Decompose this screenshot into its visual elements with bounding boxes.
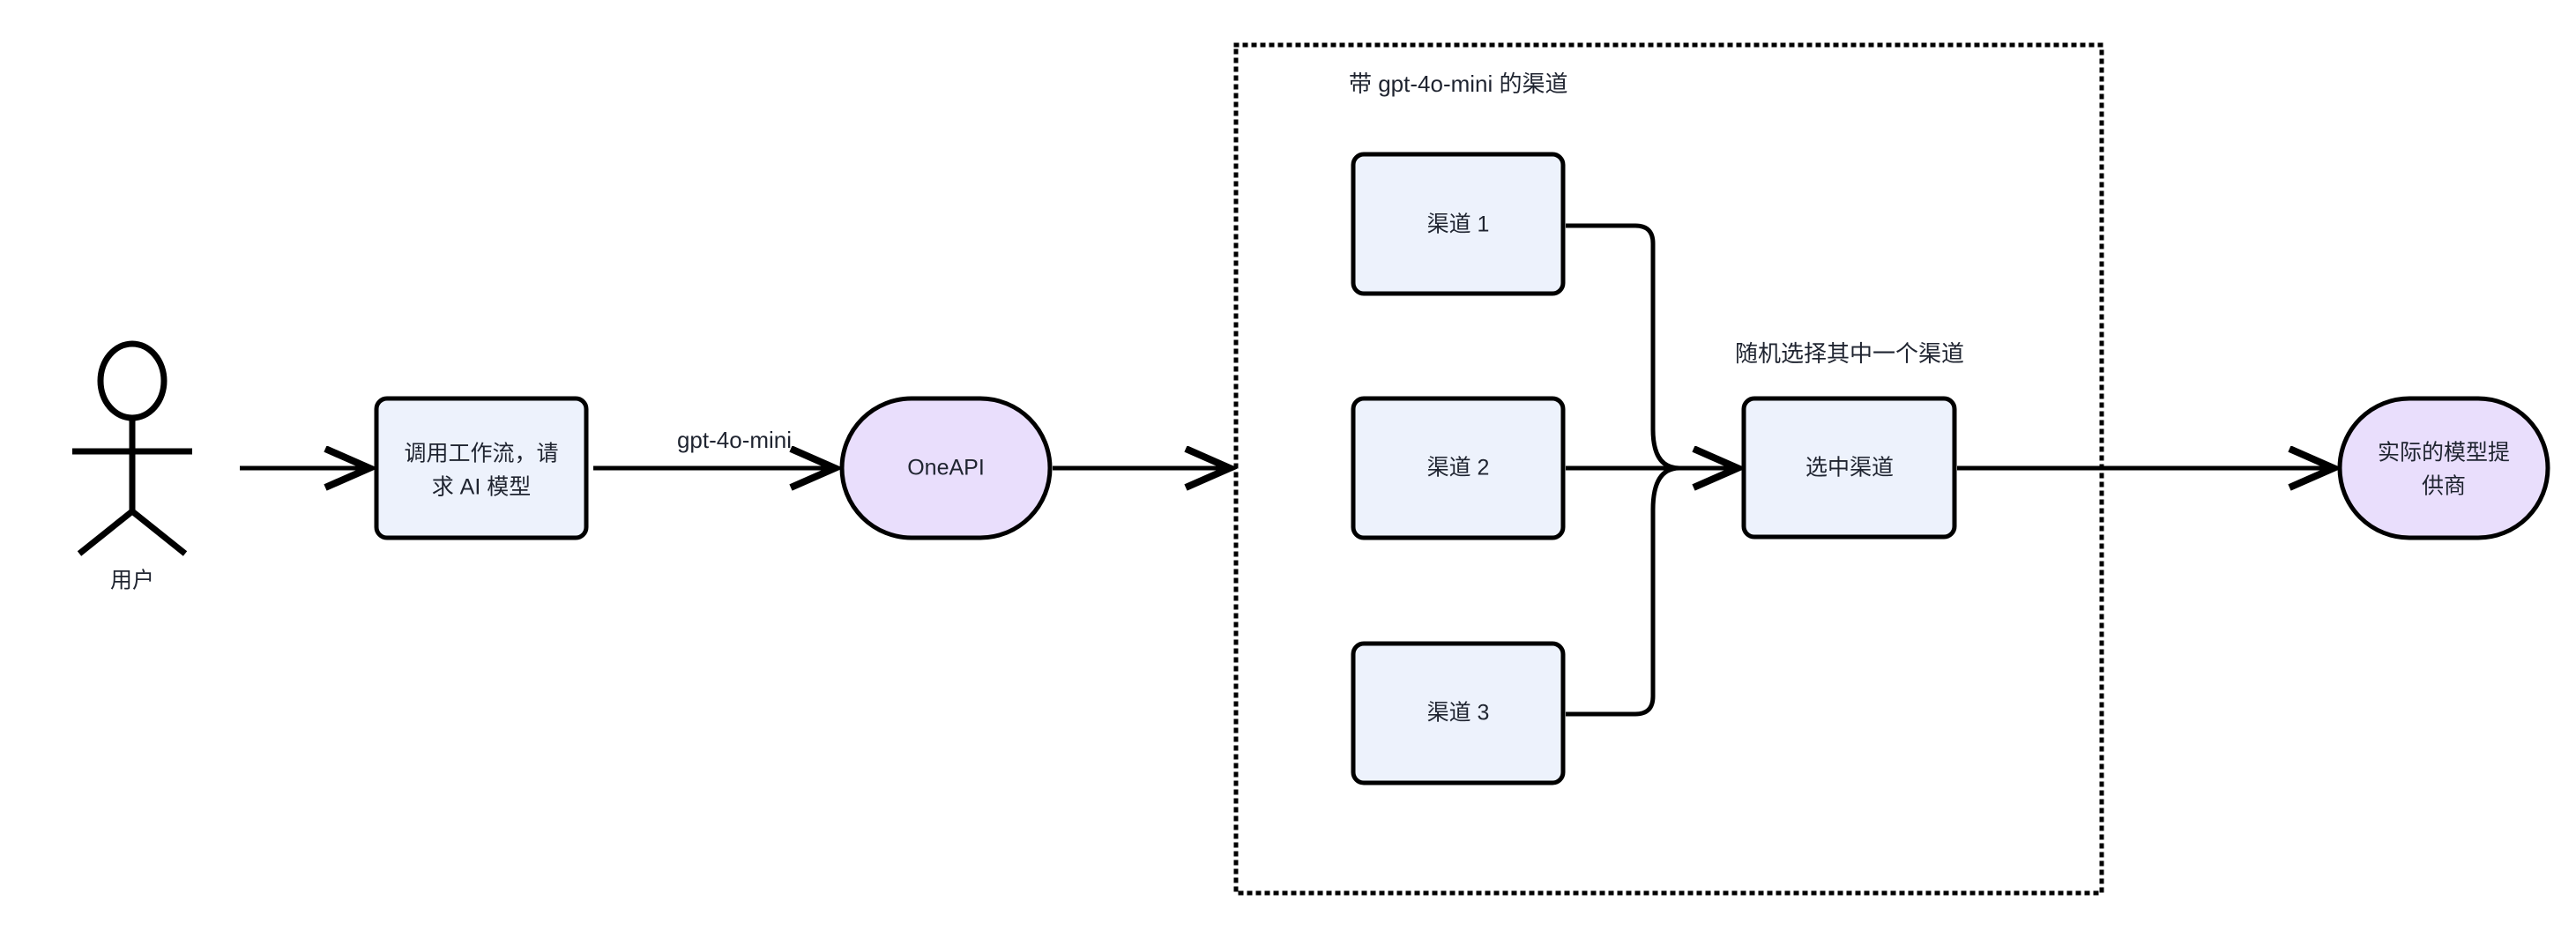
edge-merge-hop-bottom	[1650, 465, 1680, 510]
node-workflow-label-line1: 调用工作流，请	[404, 442, 558, 466]
edge-channel-1-to-merge	[1566, 223, 1656, 429]
node-channel-3-label: 渠道 3	[1427, 701, 1490, 726]
node-provider-label-line2: 供商	[2422, 474, 2466, 499]
group-title-label: 带 gpt-4o-mini 的渠道	[1349, 71, 1568, 97]
node-channel-2[interactable]: 渠道 2	[1351, 396, 1566, 540]
actor-head-icon	[97, 340, 168, 421]
node-selected-channel[interactable]: 选中渠道	[1741, 396, 1957, 540]
actor-right-leg-line	[130, 509, 188, 556]
edge-channel-3-to-merge	[1566, 510, 1656, 717]
node-selected-channel-label: 选中渠道	[1805, 456, 1894, 480]
node-oneapi-label: OneAPI	[907, 456, 985, 480]
node-selected-channel-shape[interactable]	[1741, 396, 1957, 540]
edge-channels-to-selected: 随机选择其中一个渠道	[1566, 340, 1964, 468]
edge-workflow-to-oneapi: gpt-4o-mini	[593, 427, 834, 468]
node-provider-label-line1: 实际的模型提	[2378, 441, 2510, 465]
edge-label-random-select: 随机选择其中一个渠道	[1735, 340, 1964, 367]
node-oneapi[interactable]: OneAPI	[839, 396, 1053, 540]
node-channel-3[interactable]: 渠道 3	[1351, 641, 1566, 785]
node-channel-1-shape[interactable]	[1351, 152, 1566, 296]
node-channel-1[interactable]: 渠道 1	[1351, 152, 1566, 296]
node-provider-shape[interactable]	[2337, 396, 2550, 540]
actor-left-leg-line	[77, 509, 135, 556]
node-channel-2-shape[interactable]	[1351, 396, 1566, 540]
node-workflow[interactable]: 调用工作流，请 求 AI 模型	[374, 396, 589, 540]
node-workflow-shape[interactable]	[374, 396, 589, 540]
user-actor-label: 用户	[110, 569, 154, 593]
node-channel-3-shape[interactable]	[1351, 641, 1566, 785]
node-channel-1-label: 渠道 1	[1427, 212, 1490, 237]
user-actor: 用户	[72, 340, 192, 593]
node-provider[interactable]: 实际的模型提 供商	[2337, 396, 2550, 540]
node-oneapi-shape[interactable]	[839, 396, 1053, 540]
node-workflow-label-line2: 求 AI 模型	[432, 475, 532, 500]
edge-merge-hop-top	[1650, 428, 1680, 471]
node-channel-2-label: 渠道 2	[1427, 456, 1490, 480]
edge-label-gpt-4o-mini: gpt-4o-mini	[677, 427, 792, 453]
